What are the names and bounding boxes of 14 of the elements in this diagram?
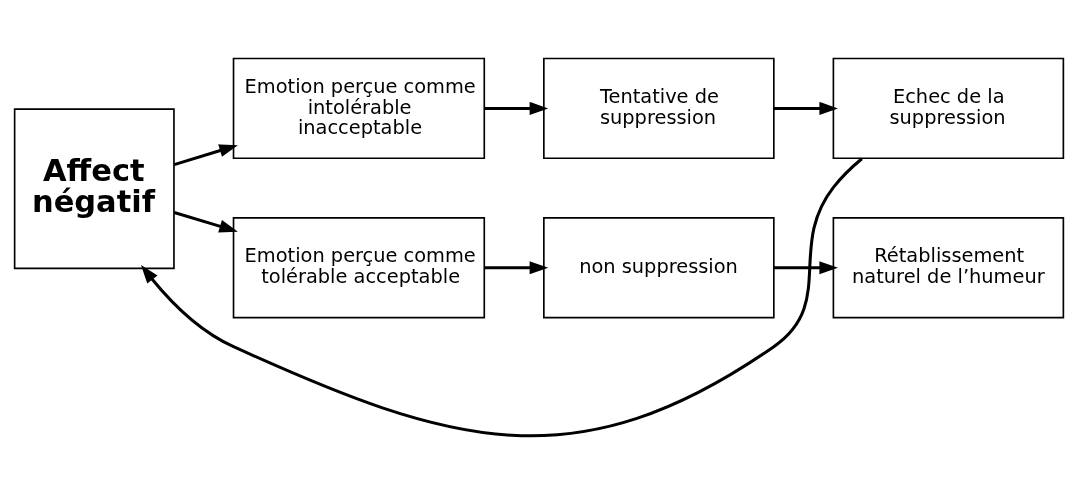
arrow [773, 101, 838, 115]
node-box: Tentative de suppression [543, 57, 775, 159]
arrow [484, 260, 549, 274]
arrow [140, 157, 863, 437]
node-box: Emotion perçue comme tolérable acceptable [232, 216, 486, 318]
node-box: Rétablissement naturel de l’humeur [832, 216, 1065, 318]
arrow [173, 210, 238, 232]
node-box: Affect négatif [13, 107, 175, 269]
node-box: Echec de la suppression [832, 57, 1065, 159]
arrow [173, 143, 238, 166]
node-box: Emotion perçue comme intolérable inacceptable [232, 57, 486, 159]
arrow [773, 260, 838, 274]
node-box: non suppression [543, 216, 775, 318]
arrow [484, 101, 549, 115]
